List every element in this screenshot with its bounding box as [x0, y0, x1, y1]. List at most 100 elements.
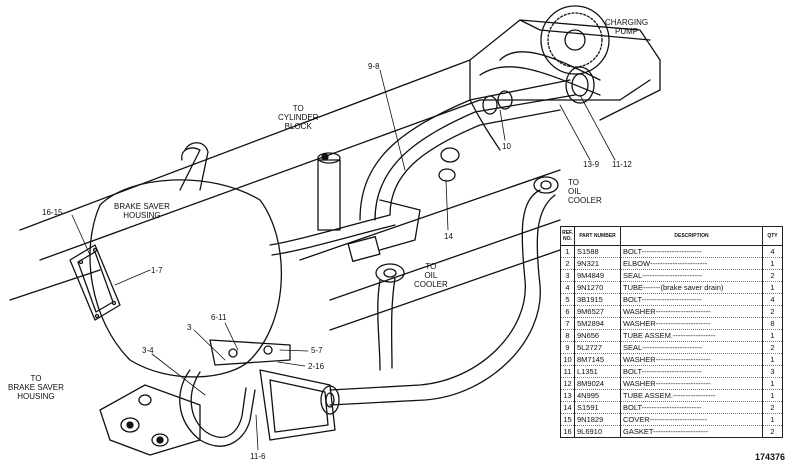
- cell-qty: 1: [762, 329, 783, 342]
- cell-description: WASHER----------------------: [620, 353, 763, 366]
- oil-cooler-tube-upper: [329, 176, 559, 406]
- cell-part-number: 8M9024: [574, 377, 621, 390]
- charging-pump: [479, 5, 610, 104]
- cell-ref-no: 14: [560, 401, 575, 414]
- cell-ref-no: 16: [560, 425, 575, 438]
- cell-qty: 1: [762, 257, 783, 270]
- cell-qty: 1: [762, 353, 783, 366]
- label-to-oil-cooler-right: TO OIL COOLER: [568, 178, 602, 205]
- callout-5-7: 5-7: [311, 346, 323, 355]
- crossover-tube: [269, 199, 421, 262]
- cell-qty: 2: [762, 425, 783, 438]
- header-ref-no: REF. NO.: [560, 226, 575, 246]
- cell-part-number: 9N1829: [574, 413, 621, 426]
- engine-block-outline: [9, 19, 661, 331]
- cell-qty: 8: [762, 317, 783, 330]
- cell-ref-no: 11: [560, 365, 575, 378]
- header-qty: QTY: [762, 226, 783, 246]
- cell-part-number: L1351: [574, 365, 621, 378]
- figure-number: 174376: [754, 452, 785, 462]
- cell-description: ELBOW-----------------------: [620, 257, 763, 270]
- label-to-oil-cooler-center: TO OIL COOLER: [414, 262, 448, 289]
- cell-ref-no: 12: [560, 377, 575, 390]
- callout-14: 14: [444, 232, 453, 241]
- brake-saver-housing: [89, 142, 282, 378]
- cell-ref-no: 13: [560, 389, 575, 402]
- upper-tube-assembly: [359, 79, 576, 221]
- cell-description: TUBE ASSEM.-----------------: [620, 329, 763, 342]
- cell-part-number: 8M7145: [574, 353, 621, 366]
- cell-description: TUBE-------(brake saver drain): [620, 281, 763, 294]
- callout-3: 3: [187, 323, 192, 332]
- cell-qty: 1: [762, 377, 783, 390]
- cell-ref-no: 3: [560, 269, 575, 282]
- callout-11-12: 11-12: [612, 160, 632, 169]
- callout-11-6: 11-6: [250, 452, 266, 461]
- cell-part-number: 5M2894: [574, 317, 621, 330]
- cell-ref-no: 9: [560, 341, 575, 354]
- cell-part-number: 5L2727: [574, 341, 621, 354]
- cell-description: COVER-----------------------: [620, 413, 763, 426]
- cell-part-number: S1591: [574, 401, 621, 414]
- cell-qty: 3: [762, 365, 783, 378]
- cell-part-number: 9N1270: [574, 281, 621, 294]
- cell-qty: 1: [762, 389, 783, 402]
- cell-ref-no: 2: [560, 257, 575, 270]
- cell-part-number: 9N321: [574, 257, 621, 270]
- callout-10: 10: [502, 142, 511, 151]
- label-brake-saver-housing: BRAKE SAVER HOUSING: [114, 202, 170, 220]
- cell-part-number: 9L6910: [574, 425, 621, 438]
- header-description: DESCRIPTION: [620, 226, 763, 246]
- cell-qty: 4: [762, 245, 783, 258]
- cell-description: BOLT------------------------: [620, 245, 763, 258]
- cell-qty: 2: [762, 401, 783, 414]
- callout-13-9: 13-9: [583, 160, 600, 169]
- mounting-flange: [99, 384, 201, 456]
- cell-description: BOLT------------------------: [620, 401, 763, 414]
- cell-qty: 2: [762, 269, 783, 282]
- cover-plate: [69, 244, 121, 321]
- cell-description: GASKET----------------------: [620, 425, 763, 438]
- cell-ref-no: 4: [560, 281, 575, 294]
- cell-description: BOLT------------------------: [620, 293, 763, 306]
- cell-qty: 1: [762, 413, 783, 426]
- leader-lines: [71, 69, 616, 451]
- drain-tube-loop: [179, 369, 256, 447]
- header-part-number: PART NUMBER: [574, 226, 621, 246]
- cell-part-number: 3B1915: [574, 293, 621, 306]
- callout-16-15: 16-15: [42, 208, 63, 217]
- oil-cooler-tube-center: [375, 263, 405, 371]
- callout-9-8: 9-8: [368, 62, 380, 71]
- cell-ref-no: 15: [560, 413, 575, 426]
- cell-part-number: 9N656: [574, 329, 621, 342]
- cell-ref-no: 1: [560, 245, 575, 258]
- cell-description: WASHER----------------------: [620, 377, 763, 390]
- cell-ref-no: 5: [560, 293, 575, 306]
- label-charging-pump: CHARGING PUMP: [605, 18, 649, 36]
- table-header-row: REF. NO. PART NUMBER DESCRIPTION QTY: [560, 226, 783, 246]
- cell-ref-no: 10: [560, 353, 575, 366]
- cell-qty: 2: [762, 341, 783, 354]
- cell-qty: 2: [762, 305, 783, 318]
- cell-ref-no: 6: [560, 305, 575, 318]
- cell-qty: 4: [762, 293, 783, 306]
- cell-description: WASHER----------------------: [620, 317, 763, 330]
- cell-ref-no: 8: [560, 329, 575, 342]
- callout-3-4: 3-4: [142, 346, 154, 355]
- cell-part-number: 9M6527: [574, 305, 621, 318]
